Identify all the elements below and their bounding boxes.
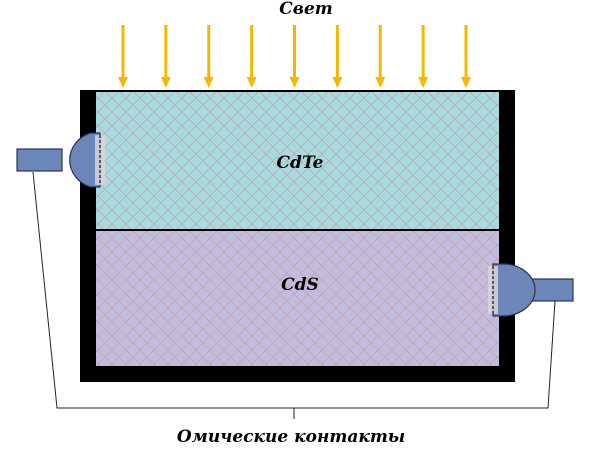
light-arrow-head — [118, 77, 128, 88]
light-arrows — [118, 25, 471, 88]
light-arrow-head — [332, 77, 343, 88]
light-arrow-head — [203, 77, 214, 88]
cds-layer-mesh — [96, 231, 499, 366]
light-arrow-head — [246, 77, 257, 88]
light-label: Свет — [279, 0, 333, 19]
right-ohmic-contact — [488, 263, 574, 317]
light-arrow-head — [461, 77, 471, 88]
light-arrow-head — [375, 77, 386, 88]
contacts-bracket — [32, 171, 556, 419]
cds-label: CdS — [281, 275, 319, 295]
light-arrow-head — [289, 77, 300, 88]
left-ohmic-contact — [16, 132, 105, 188]
light-arrow-head — [418, 77, 429, 88]
cdte-label: CdTe — [277, 153, 324, 173]
light-arrow-head — [160, 77, 171, 88]
cdte-layer-mesh — [96, 92, 499, 230]
ohmic-contacts-label: Омические контакты — [177, 427, 405, 447]
